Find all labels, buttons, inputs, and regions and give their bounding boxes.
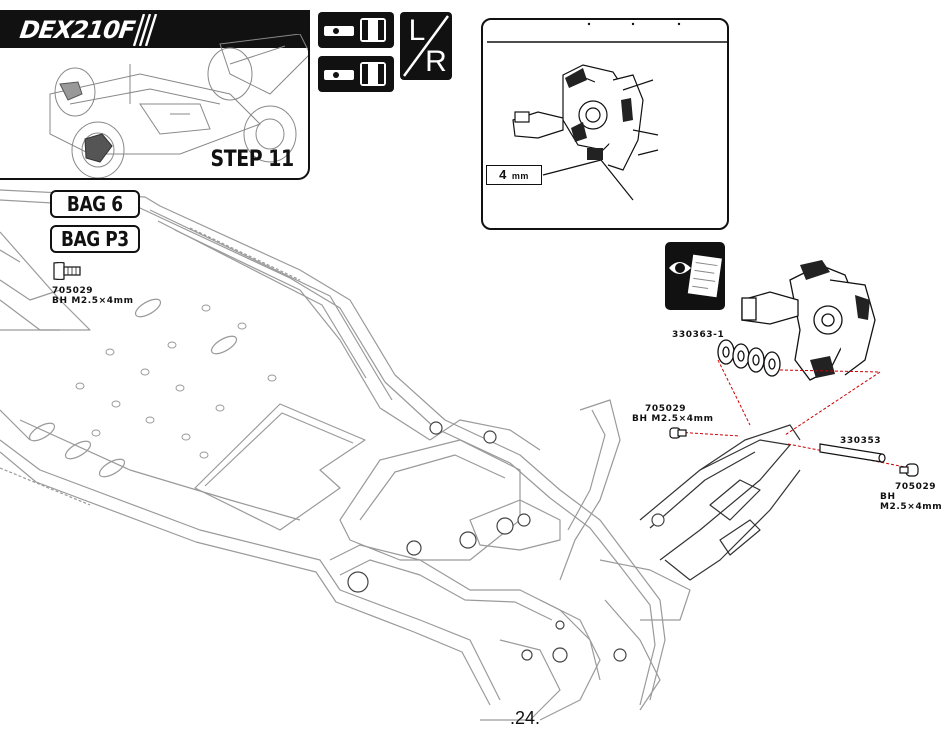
callout-part-number: 705029 bbox=[895, 482, 937, 492]
callout-part-number: 330363-1 bbox=[672, 330, 725, 340]
step-header-box: DEX210F STEP 11 bbox=[0, 10, 310, 180]
steering-knuckle-detail-illustration bbox=[487, 22, 727, 201]
view-reference-icon bbox=[665, 242, 725, 310]
exploded-knuckle-illustration bbox=[669, 260, 919, 477]
step-title: STEP 11 bbox=[210, 147, 295, 172]
lr-left-label: L bbox=[408, 14, 426, 47]
bag-label: BAG 6 bbox=[50, 190, 140, 218]
callout-part-number: 330353 bbox=[840, 436, 882, 446]
callout-description: BH M2.5×4mm bbox=[880, 492, 943, 512]
size-value: 4 bbox=[499, 167, 508, 182]
size-unit: mm bbox=[511, 171, 529, 181]
lr-right-label: R bbox=[425, 45, 447, 78]
bag-label: BAG P3 bbox=[50, 225, 140, 253]
hardware-description: BH M2.5×4mm bbox=[52, 296, 134, 306]
car-thumbnail-illustration bbox=[49, 34, 308, 178]
button-head-screw-icon bbox=[53, 262, 81, 280]
logo-stripes-icon bbox=[132, 14, 158, 46]
size-indicator: 4 mm bbox=[486, 165, 542, 185]
callout-description: BH M2.5×4mm bbox=[632, 414, 714, 424]
side-indicator-icons bbox=[318, 12, 394, 92]
callout-part-number: 705029 bbox=[645, 404, 687, 414]
hardware-part-number: 705029 bbox=[52, 286, 94, 296]
lr-divider-icon bbox=[402, 15, 450, 77]
detail-inset-box bbox=[481, 18, 729, 230]
page-number: .24. bbox=[509, 708, 541, 728]
